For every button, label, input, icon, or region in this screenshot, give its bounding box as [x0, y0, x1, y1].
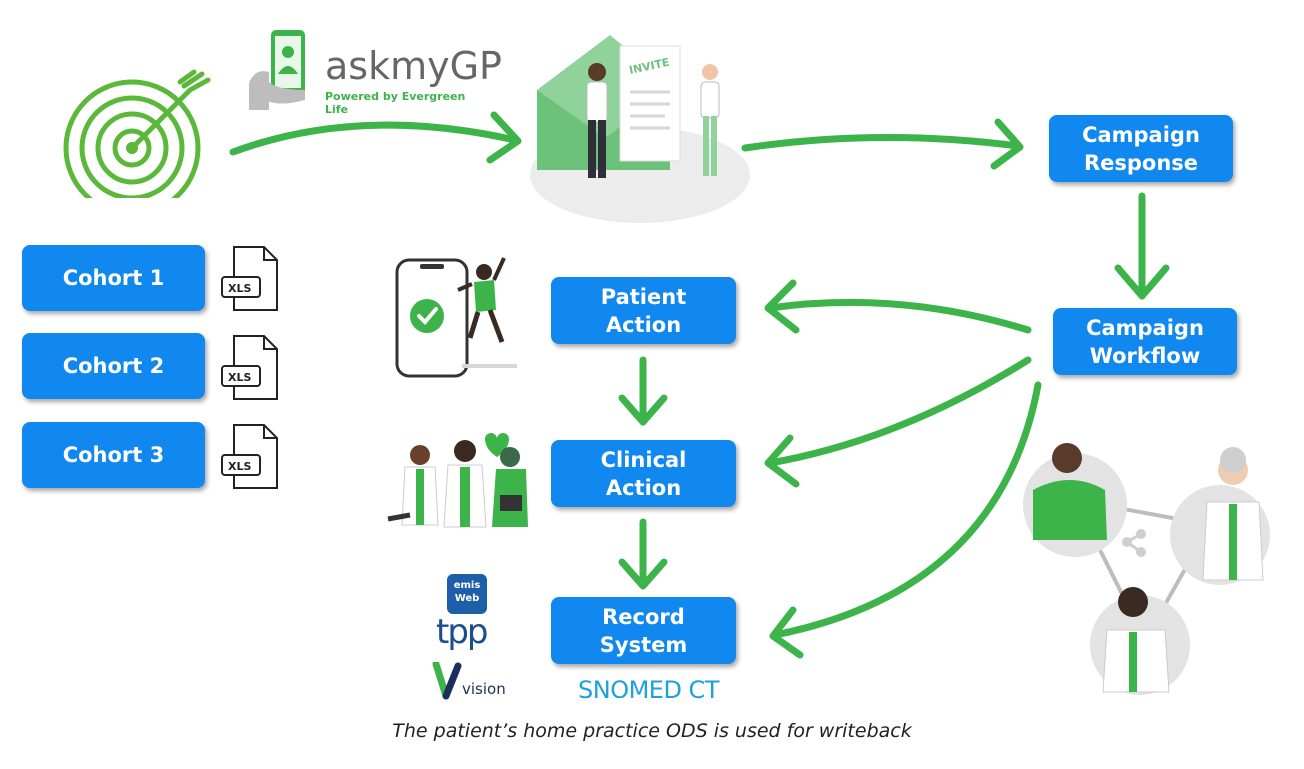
invite-illustration: INVITE	[530, 35, 750, 223]
askmygp-tagline: Powered by Evergreen Life	[325, 90, 466, 116]
cohort-3-box[interactable]: Cohort 3	[22, 422, 205, 488]
campaign-response-box[interactable]: Campaign Response	[1049, 115, 1233, 182]
arrow-workflow-to-clinical	[766, 356, 1032, 467]
record-system-box[interactable]: Record System	[551, 597, 736, 664]
snomed-ct-logo: SNOMED CT	[578, 676, 719, 704]
emis-web-logo: emis Web	[447, 574, 487, 614]
patient-action-box[interactable]: Patient Action	[551, 277, 736, 344]
clinical-action-box[interactable]: Clinical Action	[551, 440, 736, 507]
xls-file-icon: XLS	[221, 246, 278, 311]
arrow-workflow-to-patient	[766, 298, 1032, 334]
xls-file-icon: XLS	[221, 424, 278, 489]
arrow-workflow-to-record	[771, 381, 1042, 639]
vision-logo-mark	[432, 662, 462, 700]
cohort-2-box[interactable]: Cohort 2	[22, 333, 205, 399]
patient-phone-illustration	[395, 257, 517, 378]
tpp-logo: tpp	[436, 612, 488, 652]
xls-badge: XLS	[228, 460, 251, 473]
arrow-target-to-invite	[229, 121, 519, 156]
campaign-workflow-box[interactable]: Campaign Workflow	[1053, 308, 1237, 375]
cohort-1-box[interactable]: Cohort 1	[22, 245, 205, 311]
diagram-caption: The patient’s home practice ODS is used …	[392, 720, 912, 742]
xls-badge: XLS	[228, 282, 251, 295]
clinicians-illustration	[387, 433, 528, 528]
xls-badge: XLS	[228, 371, 251, 384]
vision-logo-text: vision	[462, 680, 506, 698]
xls-file-icon: XLS	[221, 335, 278, 400]
askmygp-logo: askmyGP Powered by Evergreen Life	[245, 28, 502, 116]
care-team-illustration	[1023, 443, 1270, 695]
arrow-invite-to-response	[741, 133, 1022, 152]
target-icon	[63, 69, 211, 198]
phone-hand-icon	[249, 30, 305, 110]
askmygp-wordmark: askmyGP	[325, 44, 502, 88]
